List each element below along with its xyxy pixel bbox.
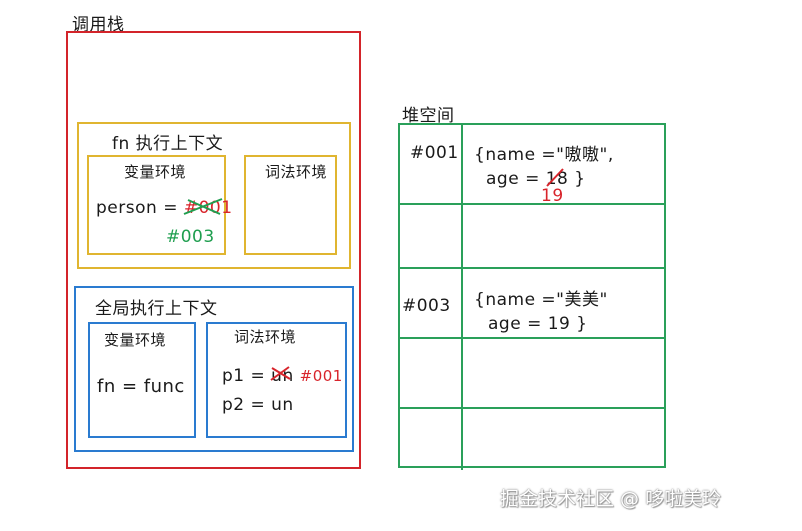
heap-space: [398, 123, 666, 470]
fn-variable-env-title: 变量环境: [124, 163, 187, 181]
global-variable-environment: [88, 322, 196, 438]
strike-mark-icon: [183, 198, 223, 215]
heap-object-001-line1: {name ="嗷嗷",: [474, 145, 614, 165]
person-new-value: #003: [166, 227, 215, 247]
person-old-value: #001: [183, 198, 233, 218]
person-equals: =: [163, 198, 178, 218]
fn-context-title: fn 执行上下文: [112, 134, 224, 154]
heap-column-divider: [461, 123, 463, 470]
age-label: age =: [486, 169, 546, 189]
heap-object-001-line2: age = 18 }: [486, 168, 586, 189]
fn-lexical-env-title: 词法环境: [265, 163, 328, 181]
p2-binding: p2 = un: [222, 395, 294, 415]
heap-object-003-line2: age = 19 }: [488, 314, 588, 334]
person-binding: person = #001: [96, 198, 233, 218]
strike-mark-icon: [270, 366, 291, 381]
fn-variable-environment: [87, 155, 226, 255]
global-variable-env-title: 变量环境: [104, 331, 167, 349]
fn-lexical-environment: [244, 155, 337, 255]
global-context-title: 全局执行上下文: [95, 299, 218, 319]
watermark: 掘金技术社区 @ 哆啦美玲: [500, 488, 722, 510]
person-var-name: person: [96, 198, 158, 218]
p1-label: p1 =: [222, 366, 266, 386]
p1-new-value: #001: [299, 367, 343, 385]
global-execution-context: [74, 286, 354, 452]
heap-address-001: #001: [410, 143, 459, 163]
heap-row-divider: [400, 337, 664, 339]
heap-row-divider: [400, 267, 664, 269]
global-lexical-env-title: 词法环境: [234, 328, 297, 346]
fn-execution-context: [77, 122, 351, 269]
heap-object-003-line1: {name ="美美": [474, 290, 608, 310]
heap-title: 堆空间: [402, 106, 455, 126]
age-old-value-text: 18: [545, 169, 569, 189]
strike-mark-icon: [546, 168, 564, 187]
heap-row-divider: [400, 407, 664, 409]
heap-address-003: #003: [402, 296, 451, 316]
global-lexical-environment: [206, 322, 347, 438]
call-stack-title: 调用栈: [72, 15, 125, 35]
call-stack: [66, 31, 361, 469]
fn-binding: fn = func: [97, 376, 185, 397]
heap-row-divider: [400, 203, 664, 205]
age-old-value: 18: [545, 168, 569, 189]
age-new-value: 19: [541, 186, 564, 206]
p1-binding: p1 = un #001: [222, 366, 343, 386]
p1-old-value: un: [270, 366, 294, 386]
age-close-brace: }: [574, 169, 586, 189]
